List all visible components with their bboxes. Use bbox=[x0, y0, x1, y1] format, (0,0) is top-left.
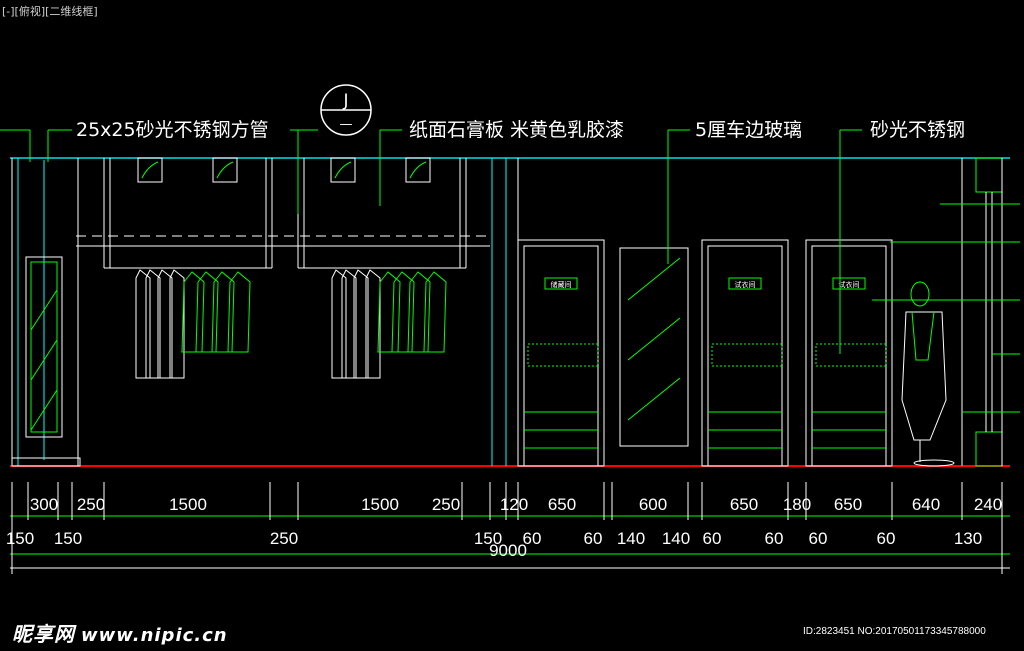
dim-bottom: 60 bbox=[703, 529, 722, 548]
dim-bottom: 60 bbox=[584, 529, 603, 548]
door-fitting-2 bbox=[805, 239, 893, 467]
elevation-symbol: J — bbox=[320, 84, 372, 136]
door-storage bbox=[517, 239, 605, 467]
ceiling-lights bbox=[137, 157, 431, 183]
annotation-tube: 25x25砂光不锈钢方管 bbox=[76, 119, 269, 141]
door-sign-3: 试衣间 bbox=[839, 280, 860, 289]
symbol-letter: J bbox=[342, 91, 348, 111]
door-sign-2: 试衣间 bbox=[735, 280, 756, 289]
dim-bottom: 140 bbox=[662, 529, 690, 548]
dimension-top-row: 300 250 1500 1500 250 120 650 600 650 18… bbox=[30, 495, 1002, 514]
annotation-gypsum: 纸面石膏板 米黄色乳胶漆 bbox=[409, 118, 624, 141]
right-wall bbox=[961, 157, 1003, 467]
dim-top: 120 bbox=[500, 495, 528, 514]
watermark-id: ID:2823451 NO:20170501173345788000 bbox=[803, 626, 986, 637]
dim-bottom: 130 bbox=[954, 529, 982, 548]
symbol-sub: — bbox=[340, 117, 353, 132]
dimension-bottom-row: 150 150 250 150 60 60 140 140 60 60 60 6… bbox=[6, 529, 982, 548]
glass-mirror bbox=[619, 247, 689, 447]
pillar bbox=[491, 158, 519, 466]
dim-bottom: 150 bbox=[6, 529, 34, 548]
viewport-label[interactable]: [-][俯视][二维线框] bbox=[2, 5, 98, 18]
hanging-rail bbox=[76, 158, 490, 269]
dim-bottom: 250 bbox=[270, 529, 298, 548]
dim-top: 600 bbox=[639, 495, 667, 514]
dim-top: 650 bbox=[548, 495, 576, 514]
annotation-glass: 5厘车边玻璃 bbox=[695, 119, 802, 141]
dim-top: 240 bbox=[974, 495, 1002, 514]
dim-bottom: 60 bbox=[809, 529, 828, 548]
hanging-clothes-left bbox=[135, 269, 251, 379]
left-wall bbox=[11, 158, 81, 467]
dim-total: 9000 bbox=[489, 541, 527, 560]
dim-top: 250 bbox=[432, 495, 460, 514]
door-fitting-1 bbox=[701, 239, 789, 467]
dim-bottom: 150 bbox=[54, 529, 82, 548]
annotation-steel: 砂光不锈钢 bbox=[870, 119, 965, 141]
watermark-url: www.nipic.cn bbox=[81, 625, 228, 646]
watermark-brand: 昵享网 www.nipic.cn bbox=[12, 618, 228, 647]
dim-top: 640 bbox=[912, 495, 940, 514]
dim-top: 180 bbox=[783, 495, 811, 514]
dim-top: 650 bbox=[834, 495, 862, 514]
dim-top: 650 bbox=[730, 495, 758, 514]
dim-bottom: 60 bbox=[765, 529, 784, 548]
dimension-lines bbox=[10, 482, 1010, 574]
dim-bottom: 60 bbox=[523, 529, 542, 548]
dim-top: 250 bbox=[77, 495, 105, 514]
left-mirror bbox=[25, 256, 63, 438]
dim-top: 1500 bbox=[361, 495, 399, 514]
watermark-logo: 昵享网 bbox=[12, 622, 75, 646]
dim-top: 1500 bbox=[169, 495, 207, 514]
hanging-clothes-right bbox=[331, 269, 447, 379]
leader-lines bbox=[0, 129, 1020, 413]
dim-bottom: 150 bbox=[474, 529, 502, 548]
dim-bottom: 60 bbox=[877, 529, 896, 548]
mannequin bbox=[901, 281, 955, 467]
dim-bottom: 140 bbox=[617, 529, 645, 548]
door-sign-1: 储藏间 bbox=[551, 280, 572, 289]
dim-top: 300 bbox=[30, 495, 58, 514]
